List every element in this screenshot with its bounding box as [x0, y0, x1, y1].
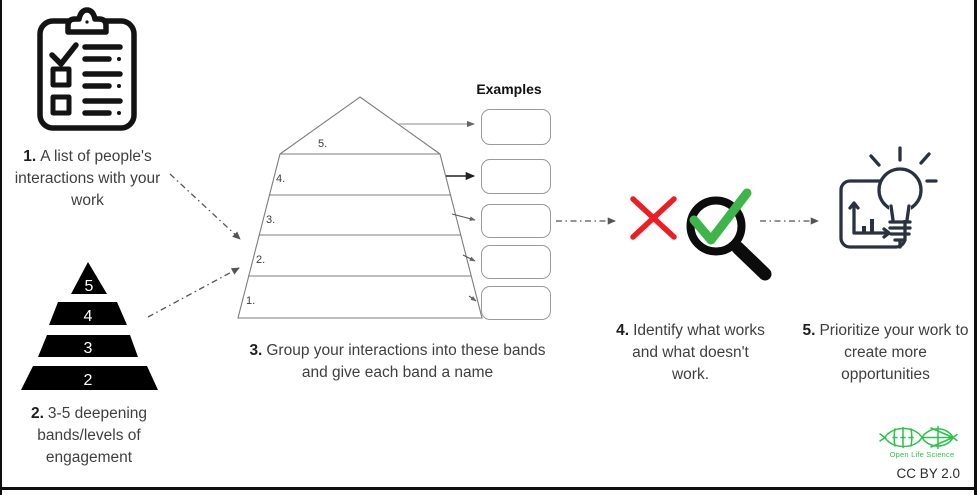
step3-caption: 3.Group your interactions into these ban… [240, 340, 555, 384]
step5-caption: 5.Prioritize your work to create more op… [798, 320, 973, 386]
step5-number: 5. [802, 322, 816, 339]
magnifier-handle [731, 241, 772, 281]
step2-number: 2. [30, 405, 44, 422]
band-label-3: 3. [266, 214, 275, 226]
bottom-border [0, 487, 977, 490]
arrow-step2-to-pyramid [147, 267, 240, 318]
black-pyramid-level-4: 4 [84, 308, 93, 325]
band-label-1: 1. [246, 295, 255, 307]
band-label-5: 5. [318, 138, 327, 150]
example-box-1 [481, 109, 551, 145]
license-text: CC BY 2.0 [896, 466, 960, 481]
example-box-2 [481, 159, 551, 194]
black-pyramid-level-2: 2 [84, 372, 93, 389]
example-box-4 [481, 245, 551, 279]
step2-text: 3-5 deepening bands/levels of engagement [37, 405, 148, 466]
black-pyramid-level-5: 5 [85, 278, 94, 295]
step5-text: Prioritize your work to create more oppo… [819, 322, 969, 383]
band-label-4: 4. [276, 173, 285, 185]
red-x-icon [630, 196, 677, 240]
band-label-2: 2. [256, 254, 265, 266]
ols-helix-logo [879, 425, 958, 450]
step2-caption: 2.3-5 deepening bands/levels of engageme… [10, 403, 168, 469]
arrow-step1-to-pyramid [169, 173, 241, 240]
step1-caption: 1.A list of people's interactions with y… [5, 146, 170, 212]
banded-pyramid: 5. 4. 3. 2. 1. [237, 96, 483, 319]
flow-arrows [147, 173, 819, 318]
connector-line-2 [462, 254, 476, 262]
step4-text: Identify what works and what doesn't wor… [632, 322, 765, 383]
lightbulb-chart-icon [839, 146, 938, 249]
connector-line-1 [468, 295, 477, 302]
step1-number: 1. [23, 148, 37, 165]
black-pyramid-level-3: 3 [84, 340, 93, 357]
checklist-clipboard-icon [37, 7, 137, 131]
connector-line-3 [451, 213, 476, 221]
black-pyramid: 5 4 3 2 [21, 262, 158, 390]
step1-text: A list of people's interactions with you… [14, 148, 161, 209]
green-check-icon [689, 188, 752, 245]
example-connectors [399, 120, 477, 302]
magnifier-check-icon [686, 188, 772, 281]
step4-caption: 4.Identify what works and what doesn't w… [613, 320, 768, 386]
example-box-5 [481, 286, 551, 320]
chart-axis [852, 202, 890, 235]
step3-text: Group your interactions into these bands… [266, 342, 546, 381]
step4-number: 4. [616, 322, 630, 339]
left-border [0, 0, 2, 495]
example-box-3 [481, 204, 551, 238]
ols-logo-text: Open Life Science [889, 450, 955, 459]
step3-number: 3. [249, 342, 263, 359]
right-border [974, 0, 977, 495]
examples-heading: Examples [476, 81, 542, 97]
